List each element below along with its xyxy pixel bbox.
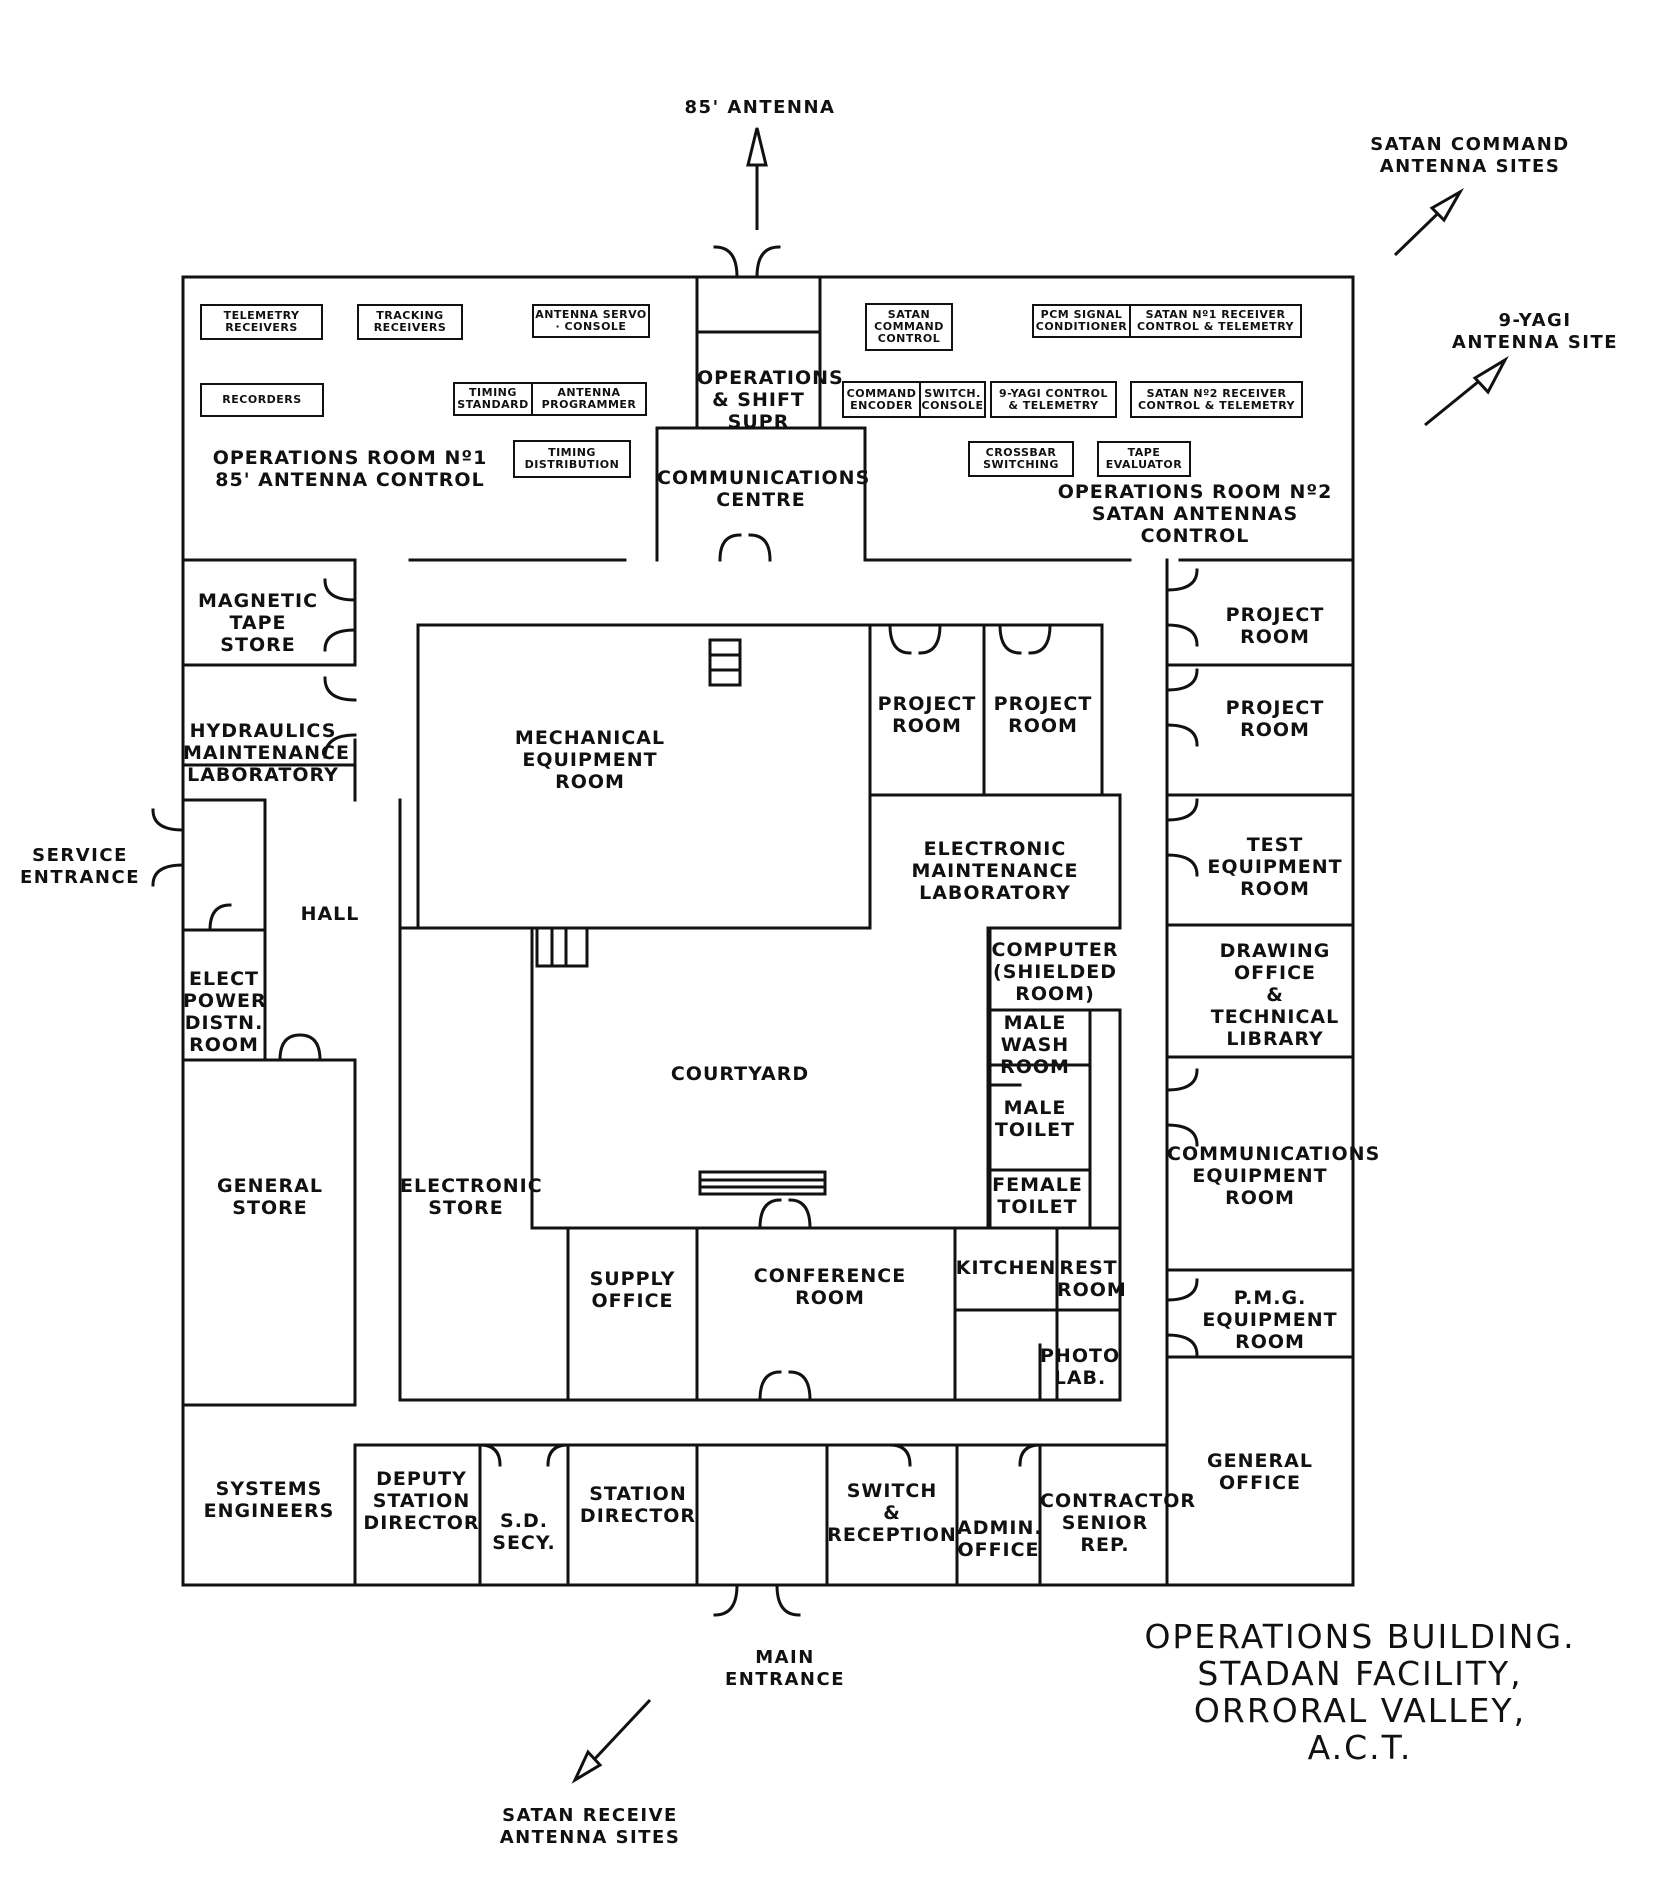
- equipment-timing-standard: TIMING STANDARD: [453, 382, 533, 416]
- equipment-antenna-servo: ANTENNA SERVO · CONSOLE: [532, 304, 650, 338]
- satan-command-label: SATAN COMMAND ANTENNA SITES: [1370, 134, 1570, 177]
- equipment-recorders: RECORDERS: [200, 383, 324, 417]
- room-rest-room: REST ROOM: [1057, 1257, 1127, 1301]
- equipment-satan1-receiver: SATAN Nº1 RECEIVER CONTROL & TELEMETRY: [1129, 304, 1302, 338]
- antenna-85-label: 85' ANTENNA: [684, 97, 836, 118]
- drawing-title: OPERATIONS BUILDING. STADAN FACILITY, OR…: [1144, 1617, 1576, 1767]
- equipment-satan-command-control: SATAN COMMAND CONTROL: [865, 303, 953, 351]
- room-computer: COMPUTER (SHIELDED ROOM): [991, 939, 1119, 1005]
- room-female-toilet: FEMALE TOILET: [992, 1174, 1083, 1218]
- main-entrance-label: MAIN ENTRANCE: [725, 1647, 845, 1690]
- yagi-9-label: 9-YAGI ANTENNA SITE: [1451, 310, 1619, 353]
- equipment-switch-console: SWITCH. CONSOLE: [919, 381, 986, 418]
- equipment-command-encoder: COMMAND ENCODER: [842, 381, 921, 418]
- room-project-c: PROJECT ROOM: [1225, 604, 1325, 648]
- room-communications-equipment: COMMUNICATIONS EQUIPMENT ROOM: [1167, 1143, 1381, 1209]
- room-male-toilet: MALE TOILET: [994, 1097, 1076, 1141]
- room-magnetic-tape: MAGNETIC TAPE STORE: [197, 590, 319, 656]
- satan-receive-label: SATAN RECEIVE ANTENNA SITES: [499, 1805, 681, 1848]
- equipment-telemetry-receivers: TELEMETRY RECEIVERS: [200, 304, 323, 340]
- room-systems-engineers: SYSTEMS ENGINEERS: [203, 1478, 335, 1522]
- room-supply-office: SUPPLY OFFICE: [589, 1268, 676, 1312]
- room-pmg-equipment: P.M.G. EQUIPMENT ROOM: [1202, 1287, 1338, 1353]
- equipment-yagi-control: 9-YAGI CONTROL & TELEMETRY: [990, 381, 1117, 418]
- room-switch-reception: SWITCH & RECEPTION: [827, 1480, 957, 1546]
- room-project-b: PROJECT ROOM: [993, 693, 1093, 737]
- room-photo-lab: PHOTO LAB.: [1040, 1345, 1121, 1389]
- room-electronic-maint: ELECTRONIC MAINTENANCE LABORATORY: [911, 838, 1079, 904]
- room-contractor: CONTRACTOR SENIOR REP.: [1040, 1490, 1196, 1556]
- room-elect-power: ELECT POWER DISTN. ROOM: [183, 968, 267, 1056]
- equipment-tracking-receivers: TRACKING RECEIVERS: [357, 304, 463, 340]
- room-comms-centre: COMMUNICATIONS CENTRE: [657, 467, 871, 511]
- equipment-crossbar: CROSSBAR SWITCHING: [968, 441, 1074, 477]
- room-project-a: PROJECT ROOM: [877, 693, 977, 737]
- room-hydraulics: HYDRAULICS MAINTENANCE LABORATORY: [183, 720, 350, 786]
- room-male-wash: MALE WASH ROOM: [1000, 1012, 1070, 1078]
- room-hall: HALL: [300, 903, 360, 925]
- room-admin-office: ADMIN. OFFICE: [957, 1517, 1043, 1561]
- equipment-timing-distribution: TIMING DISTRIBUTION: [513, 440, 631, 478]
- room-drawing-office: DRAWING OFFICE & TECHNICAL LIBRARY: [1210, 940, 1340, 1050]
- equipment-satan2-receiver: SATAN Nº2 RECEIVER CONTROL & TELEMETRY: [1130, 381, 1303, 418]
- room-test-equipment: TEST EQUIPMENT ROOM: [1207, 834, 1343, 900]
- room-general-office: GENERAL OFFICE: [1207, 1450, 1313, 1494]
- room-kitchen: KITCHEN: [955, 1257, 1057, 1279]
- room-courtyard: COURTYARD: [670, 1063, 810, 1085]
- room-sd-secy: S.D. SECY.: [492, 1510, 556, 1554]
- room-ops-shift: OPERATIONS & SHIFT SUPR: [697, 367, 844, 433]
- equipment-tape-evaluator: TAPE EVALUATOR: [1097, 441, 1191, 477]
- room-project-d: PROJECT ROOM: [1225, 697, 1325, 741]
- service-entrance-label: SERVICE ENTRANCE: [20, 845, 140, 888]
- room-ops2: OPERATIONS ROOM Nº2 SATAN ANTENNAS CONTR…: [1057, 481, 1333, 547]
- room-general-store: GENERAL STORE: [217, 1175, 323, 1219]
- room-mechanical: MECHANICAL EQUIPMENT ROOM: [514, 727, 666, 793]
- room-conference: CONFERENCE ROOM: [753, 1265, 907, 1309]
- equipment-antenna-programmer: ANTENNA PROGRAMMER: [531, 382, 647, 416]
- room-station-director: STATION DIRECTOR: [579, 1483, 697, 1527]
- room-deputy-director: DEPUTY STATION DIRECTOR: [363, 1468, 480, 1534]
- room-ops1: OPERATIONS ROOM Nº1 85' ANTENNA CONTROL: [212, 447, 488, 491]
- room-electronic-store: ELECTRONIC STORE: [400, 1175, 543, 1219]
- equipment-pcm-signal: PCM SIGNAL CONDITIONER: [1032, 304, 1131, 338]
